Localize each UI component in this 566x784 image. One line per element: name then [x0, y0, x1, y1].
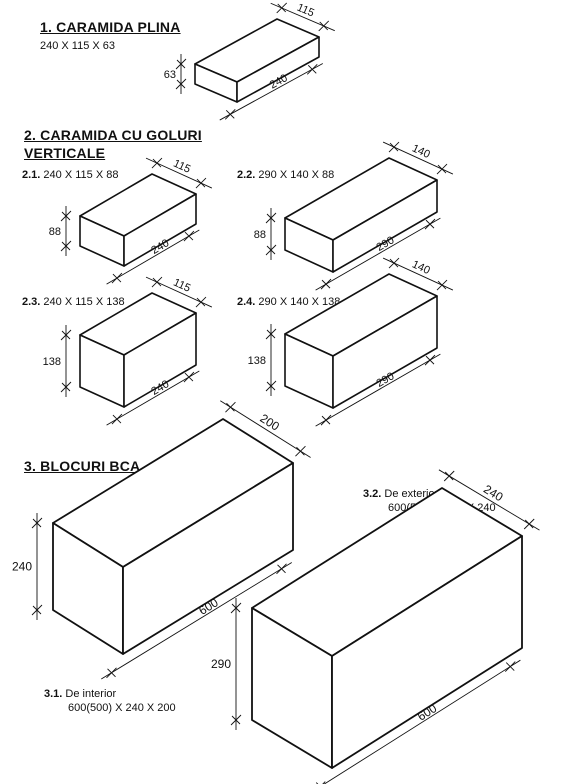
- brick-2-1-length-tick-end: [184, 231, 194, 241]
- brick-2-2-height-tick-top: [266, 213, 276, 223]
- brick-2-2-height-label: 88: [254, 229, 266, 241]
- brick-2-3-width-label: 115: [171, 277, 192, 295]
- brick-2-2-length-tick-start: [321, 279, 331, 289]
- brick-2-2-width-tick-end: [437, 164, 447, 174]
- brick-2-3-side-face: [123, 312, 197, 408]
- bca-3-2-width-dim-line: [438, 469, 540, 531]
- section-2-title-line2: VERTICALE: [24, 145, 106, 161]
- bca-3-2-side-face: [331, 535, 523, 769]
- label-2-3-num: 2.3.: [22, 296, 41, 308]
- bca-3-1-length-dim-line: [101, 562, 292, 680]
- label-2-2-num: 2.2.: [237, 169, 256, 181]
- label-3-1-num: 3.1.: [44, 688, 63, 700]
- brick-2-4-side-face: [332, 295, 438, 409]
- brick-2-3-length-tick-start: [112, 414, 122, 424]
- brick-1-height-tick-bottom: [176, 79, 186, 89]
- label-3-1-dims: 600(500) X 240 X 200: [68, 702, 176, 714]
- bca-3-2-width-tick-start: [444, 471, 454, 481]
- label-2-4: 2.4. 290 X 140 X 138: [237, 296, 340, 308]
- section-1-dims: 240 X 115 X 63: [40, 40, 116, 52]
- brick-2-4-width-label: 140: [410, 258, 432, 277]
- section-2-title-line1: 2. CARAMIDA CU GOLURI: [24, 127, 202, 143]
- brick-2-4-width-tick-end: [437, 280, 447, 290]
- bca-3-1-length-tick-end: [277, 564, 286, 574]
- label-3-2: 3.2. De exterior: [363, 488, 438, 500]
- brick-2-4-length-tick-end: [425, 355, 435, 365]
- bca-3-2-length-tick-end: [505, 662, 515, 671]
- label-2-4-num: 2.4.: [237, 296, 256, 308]
- brick-2-1-width-tick-start: [152, 158, 162, 168]
- brick-2-1-height-tick-bottom: [61, 241, 71, 251]
- brick-1-side-face: [236, 36, 320, 103]
- brick-1-height-label: 63: [164, 69, 176, 81]
- bca-3-1-height-tick-bottom: [32, 605, 42, 615]
- brick-1-length-dim-line: [219, 63, 324, 121]
- bca-3-1-side-face: [122, 462, 294, 655]
- brick-2-2-length-dim-line: [315, 217, 441, 291]
- label-2-3-dims: 240 X 115 X 138: [43, 296, 125, 308]
- brick-2-1-height-tick-top: [61, 211, 71, 221]
- bca-3-1-width-label: 200: [258, 411, 283, 434]
- section-1-title: 1. CARAMIDA PLINA: [40, 19, 181, 35]
- brick-2-3-height-tick-top: [61, 330, 71, 340]
- brick-2-4-height-tick-bottom: [266, 381, 276, 391]
- brick-2-3-width-tick-start: [152, 277, 162, 287]
- brick-1-height-tick-top: [176, 59, 186, 69]
- bca-3-2-height-tick-bottom: [231, 715, 241, 725]
- section-3-title: 3. BLOCURI BCA: [24, 458, 141, 474]
- brick-2-3-length-dim-line: [106, 370, 200, 426]
- brick-2-4-height-label: 138: [248, 355, 266, 367]
- label-2-4-dims: 290 X 140 X 138: [258, 296, 341, 308]
- brick-2-1-width-label: 115: [171, 158, 192, 176]
- bca-3-1-length-tick-start: [107, 668, 116, 678]
- brick-2-3-height-tick-bottom: [61, 382, 71, 392]
- brick-2-2-side-face: [332, 179, 438, 273]
- bca-3-2-width-label: 240: [481, 482, 506, 504]
- label-3-2-num: 3.2.: [363, 488, 382, 500]
- brick-2-1-length-tick-start: [112, 273, 122, 283]
- brick-1-length-tick-start: [225, 109, 235, 119]
- brick-2-3-height-label: 138: [43, 356, 61, 368]
- brick-1-width-label: 115: [295, 2, 316, 20]
- brick-2-1-side-face: [123, 193, 197, 267]
- brick-1-width-tick-end: [319, 21, 329, 31]
- bca-3-1-width-tick-end: [296, 446, 305, 456]
- label-2-3: 2.3. 240 X 115 X 138: [22, 296, 125, 308]
- label-3-1-name: De interior: [65, 688, 117, 700]
- label-3-2-name: De exterior: [384, 488, 439, 500]
- bca-3-2-height-tick-top: [231, 603, 241, 613]
- bca-3-2-length-dim-line: [323, 659, 521, 784]
- brick-2-1-height-label: 88: [49, 226, 61, 238]
- brick-2-4-width-tick-start: [389, 258, 399, 268]
- brick-2-1-width-tick-end: [196, 178, 206, 188]
- label-2-1: 2.1. 240 X 115 X 88: [22, 169, 118, 181]
- label-2-1-dims: 240 X 115 X 88: [43, 169, 119, 181]
- bca-3-1-height-label: 240: [12, 560, 32, 574]
- bca-3-2-length-tick-start: [322, 781, 326, 784]
- label-2-2-dims: 290 X 140 X 88: [258, 169, 335, 181]
- brick-2-4-length-dim-line: [315, 353, 441, 427]
- brick-2-2-width-label: 140: [410, 142, 432, 161]
- bca-3-2-width-tick-end: [524, 519, 534, 529]
- brick-2-4-length-tick-start: [321, 415, 331, 425]
- label-2-1-num: 2.1.: [22, 169, 41, 181]
- brick-2-2-length-tick-end: [425, 219, 435, 229]
- label-3-1: 3.1. De interior: [44, 688, 116, 700]
- brick-2-2-height-tick-bottom: [266, 245, 276, 255]
- brick-2-2-width-tick-start: [389, 142, 399, 152]
- label-2-2: 2.2. 290 X 140 X 88: [237, 169, 334, 181]
- brick-2-1-length-dim-line: [106, 229, 200, 285]
- brick-2-3-length-tick-end: [184, 372, 194, 382]
- bca-3-1-width-tick-start: [226, 402, 235, 412]
- brick-2-3-width-tick-end: [196, 297, 206, 307]
- bca-3-1-width-dim-line: [220, 400, 311, 458]
- brick-2-4-height-tick-top: [266, 329, 276, 339]
- bca-3-1-height-tick-top: [32, 518, 42, 528]
- brick-1-width-tick-start: [277, 3, 287, 13]
- brick-1-length-tick-end: [307, 64, 317, 74]
- bca-3-2-height-label: 290: [211, 657, 231, 671]
